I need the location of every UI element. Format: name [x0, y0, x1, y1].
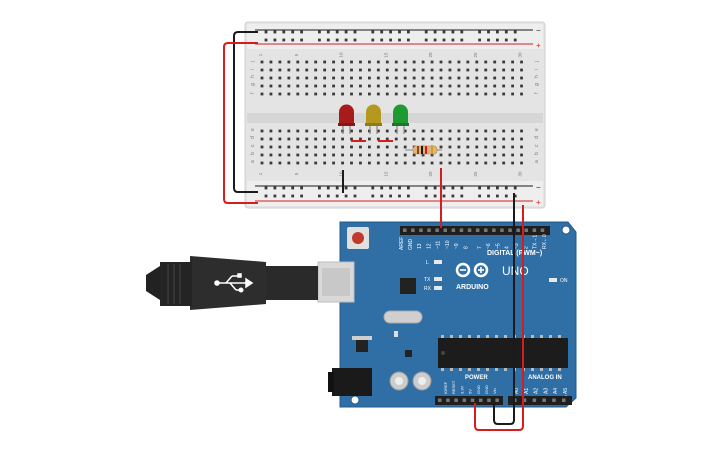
row-letter: g: [250, 83, 256, 86]
tx-label: TX: [424, 277, 431, 283]
usb-cable[interactable]: [146, 256, 318, 310]
row-letter: j: [534, 61, 540, 63]
column-number: 15: [383, 171, 388, 177]
analog-pin-label: A0: [514, 388, 520, 394]
row-letter: d: [250, 136, 256, 139]
row-letter: a: [250, 160, 256, 163]
row-letter: h: [534, 75, 540, 78]
row-letter: f: [534, 92, 540, 94]
digital-pin-label: 8: [464, 246, 470, 249]
wires: [223, 31, 524, 431]
power-pin-label: 3.3V: [459, 385, 464, 394]
analog-pin-label: A1: [524, 388, 530, 394]
analog-label: ANALOG IN: [528, 375, 562, 381]
analog-pin-label: A4: [553, 388, 559, 394]
digital-pin-label: 2: [523, 246, 529, 249]
power-pin-label: 5V: [468, 389, 473, 394]
power-pin-label: IOREF: [443, 381, 448, 394]
column-number: 10: [339, 52, 344, 58]
on-label: ON: [560, 278, 568, 284]
row-letter: g: [534, 83, 540, 86]
power-jack[interactable]: [332, 368, 372, 396]
usb-icon: [214, 273, 254, 293]
l-label: L: [426, 260, 429, 266]
digital-pin-label: ~9: [454, 243, 460, 249]
rail-plus-top: +: [536, 41, 541, 50]
digital-pin-label: 7: [477, 246, 483, 249]
row-letter: j: [250, 61, 256, 63]
column-number: 15: [383, 52, 388, 58]
rx-label: RX: [424, 286, 432, 292]
atmega-chip: [438, 338, 568, 368]
uno-text: UNO: [502, 264, 529, 278]
row-letter: b: [534, 152, 540, 155]
column-number: 10: [339, 171, 344, 177]
row-letter: h: [250, 75, 256, 78]
digital-pin-label: ~10: [445, 240, 451, 249]
column-number: 30: [518, 171, 523, 177]
digital-pin-label: RX←0: [542, 234, 548, 249]
usb-port[interactable]: [317, 261, 355, 303]
digital-pin-label: ~5: [495, 243, 501, 249]
breadboard-holes: [260, 30, 523, 198]
yellow-led[interactable]: [365, 104, 382, 134]
column-number: 20: [428, 171, 433, 177]
rail-plus-bottom: +: [536, 198, 541, 207]
power-label: POWER: [465, 375, 488, 381]
digital-pin-label: ~11: [436, 241, 442, 249]
row-letter: f: [250, 92, 256, 94]
analog-pin-label: A2: [534, 388, 540, 394]
column-number: 20: [428, 52, 433, 58]
digital-pin-label: ~6: [486, 243, 492, 249]
row-letter: i: [250, 69, 256, 70]
digital-pin-label: 13: [417, 243, 423, 249]
row-letter: d: [534, 136, 540, 139]
power-pin-label: GND: [476, 385, 481, 394]
digital-pin-label: ~3: [514, 243, 520, 249]
row-letter: i: [534, 69, 540, 70]
gnd-label: GND: [408, 239, 414, 251]
column-number: 25: [473, 52, 478, 58]
rail-minus-bottom: −: [536, 183, 541, 192]
row-letter: e: [534, 128, 540, 131]
power-pin-label: Vin: [492, 388, 497, 394]
power-pin-label: RESET: [451, 380, 456, 394]
power-pin-label: GND: [484, 385, 489, 394]
green-led[interactable]: [392, 104, 409, 134]
red-led[interactable]: [338, 104, 355, 134]
resistor[interactable]: [405, 145, 442, 155]
arduino-logo-text: ARDUINO: [456, 284, 489, 291]
analog-pin-label: A3: [543, 388, 549, 394]
aref-label: AREF: [399, 237, 405, 250]
row-letter: b: [250, 152, 256, 155]
column-number: 5: [294, 172, 299, 175]
column-number: 25: [473, 171, 478, 177]
row-letter: c: [534, 144, 540, 147]
column-number: 1: [258, 53, 263, 56]
row-letter: a: [534, 160, 540, 163]
row-letter: e: [250, 128, 256, 131]
column-number: 30: [518, 52, 523, 58]
column-number: 5: [294, 53, 299, 56]
row-letter: c: [250, 144, 256, 147]
digital-pin-label: 12: [426, 243, 432, 249]
arduino-logo-icon: [455, 262, 489, 278]
analog-pin-label: A5: [563, 388, 569, 394]
rail-minus-top: −: [536, 26, 541, 35]
digital-pin-label: TX→1: [533, 235, 539, 249]
column-number: 1: [258, 172, 263, 175]
digital-pin-label: 4: [505, 246, 511, 249]
